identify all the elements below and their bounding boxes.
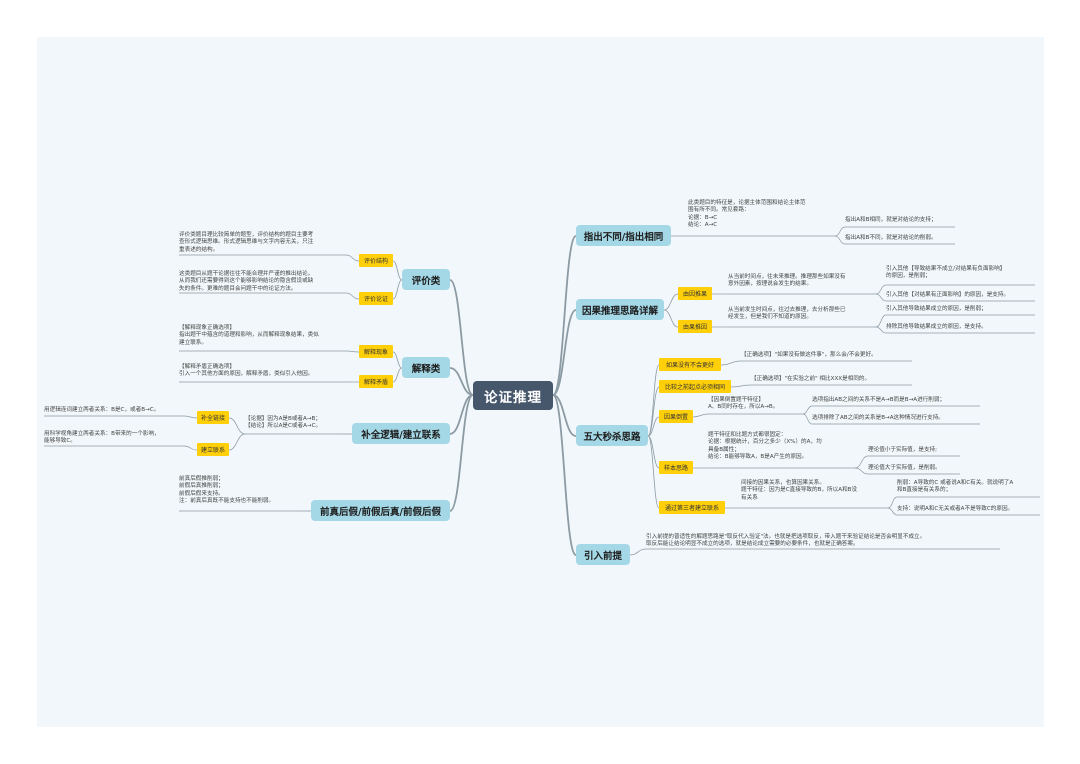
- note-yinru: 引入前提的普适性的解题思路是"取反代入验证"法。也就是把选项取反，带入题干来验证…: [646, 534, 926, 548]
- tag-wuda-2[interactable]: 比较之前起点必须相同: [659, 380, 731, 393]
- leaf-zhichu-butong: 指出A和B不同，就是对结论的削弱。: [845, 235, 937, 241]
- note-qianzhen: 前真后假推削弱； 前假后真推削弱； 前假后假来支持。 注：前真后真既不能支持也不…: [179, 476, 275, 504]
- note-wuda-2: 【正确选项】"在实验之前" 相比XXX是相同的。: [751, 376, 871, 382]
- leaf-wuda-3-1: 选项指出AB之间的关系不是A→B而是B→A进行削弱；: [812, 397, 946, 403]
- leaf-wuda-4-1: 理论值小于实际值，是支持;: [868, 447, 938, 453]
- tag-wuda-3[interactable]: 因果倒置: [659, 410, 693, 423]
- tag-pingjia-lunzheng[interactable]: 评价论证: [359, 292, 393, 305]
- note-wuda-4: 题干特征和比题方式都很固定： 论据：根据统计，百分之多少（X%）的A，均 具备B…: [708, 432, 822, 460]
- leaf-zhichu-xiangtong: 指出A和B相同，就是对结论的支持；: [845, 217, 937, 223]
- topic-buquan[interactable]: 补全逻辑/建立联系: [352, 423, 450, 444]
- leaf-youguotuiyin-1: 引入其他导致结果成立的原因，是削弱；: [886, 306, 987, 312]
- tag-wuda-4[interactable]: 样本思路: [659, 461, 693, 474]
- topic-qianzhen[interactable]: 前真后假/前假后真/前假后假: [311, 500, 450, 521]
- tag-jieshi-maodun[interactable]: 解释矛盾: [359, 375, 393, 388]
- topic-zhichu[interactable]: 指出不同/指出相同: [576, 225, 671, 246]
- tag-jieshi-xianxiang[interactable]: 解释现象: [359, 345, 393, 358]
- tag-wuda-1[interactable]: 如果没有不会更好: [659, 358, 721, 371]
- leaf-wuda-5-2: 支持：说明A和C无关或者A不是导致C的原因。: [897, 506, 1014, 512]
- topic-pingjia[interactable]: 评价类: [402, 269, 450, 290]
- topic-jieshi[interactable]: 解释类: [402, 357, 450, 378]
- note-pingjia-lunzheng: 这类题目从题干论据往往不能合理并严谨的推出结论， 从而我们还需要得到这个能够影响…: [179, 271, 314, 292]
- topic-wuda[interactable]: 五大秒杀思路: [576, 425, 648, 446]
- note-buquan-lianxi: 用科学视角建立两者关系：B带来的一个影响， 能够导致C。: [44, 431, 160, 445]
- tag-wuda-5[interactable]: 通过第三者建立联系: [659, 501, 725, 514]
- topic-yinru[interactable]: 引入前提: [576, 544, 630, 565]
- note-youyintuiguo: 从当前时间点，往未来推理。推理那些如果没有 意外因素，按理说会发生的结果。: [728, 274, 846, 288]
- tag-pingjia-jiegou[interactable]: 评价结构: [359, 254, 393, 267]
- tag-buquan-lianxi[interactable]: 建立联系: [197, 443, 229, 456]
- topic-yinguo[interactable]: 因果推理思路详解: [576, 299, 664, 320]
- note-buquan-lianjie: 用逻辑连词建立两者关系：B是C，或者B→C。: [44, 407, 160, 413]
- note-pingjia-jiegou: 评价类题目理比较简单的题型，评价结构的题目主要考 查形式逻辑思维。形式逻辑思维与…: [179, 232, 314, 253]
- note-jieshi-xianxiang: 【解释现象正确选项】 指出题干中蕴含的道理和影响，从而解释现象结果，类似 建立联…: [179, 325, 319, 346]
- leaf-wuda-4-2: 理论值大于实际值，是削弱。: [868, 465, 941, 471]
- note-youguotuiyin: 从当前发生时间点，往过去推理，去分析那些已 经发生，但是我们不知道的原因。: [728, 307, 846, 321]
- tag-buquan-lianjie[interactable]: 补全链接: [197, 411, 229, 424]
- note-wuda-1: 【正确选项】"如果没有做这件事"，那么会/不会更好。: [741, 352, 877, 358]
- tag-youyintuiguo[interactable]: 由因推果: [678, 287, 712, 300]
- leaf-youguotuiyin-2: 排除其他导致结果成立的原因，是支持。: [886, 324, 987, 330]
- note-jieshi-maodun: 【解释矛盾正确选项】 引入一个其他方面的原因，解释矛盾，类似引入他因。: [179, 364, 314, 378]
- leaf-youyintuiguo-2: 引入其他【对结果有正面影响】的原因，是支持。: [886, 292, 1010, 298]
- note-buquan-center: 【论据】因为A是B或者A→B； 【结论】所以A是C或者A→C。: [245, 416, 322, 430]
- note-zhichu: 此类题目的特征是，论据主体范围和结论主体范 围有所不同。常见套路： 论据：B→C…: [688, 200, 806, 228]
- leaf-wuda-5-1: 削弱：A导致的C 或者说A和C有关。就说明了A 和B直接是有关系的；: [897, 480, 1014, 494]
- root-node[interactable]: 论证推理: [473, 381, 553, 410]
- leaf-wuda-3-2: 选项排除了AB之间的关系是B→A这种情况进行支持。: [812, 415, 944, 421]
- note-wuda-3: 【因果倒置题干特征】 A、B同时存在，所以A→B。: [708, 397, 779, 411]
- leaf-youyintuiguo-1: 引入其他【导致结果不成立/对结果有负面影响】 的原因，是削弱；: [886, 266, 1006, 280]
- tag-youguotuiyin[interactable]: 由果推因: [678, 320, 712, 333]
- note-wuda-5: 间接的因果关系，也算因果关系。 题干特征：因为是C直接导致的B，所以A和B没 有…: [741, 480, 858, 501]
